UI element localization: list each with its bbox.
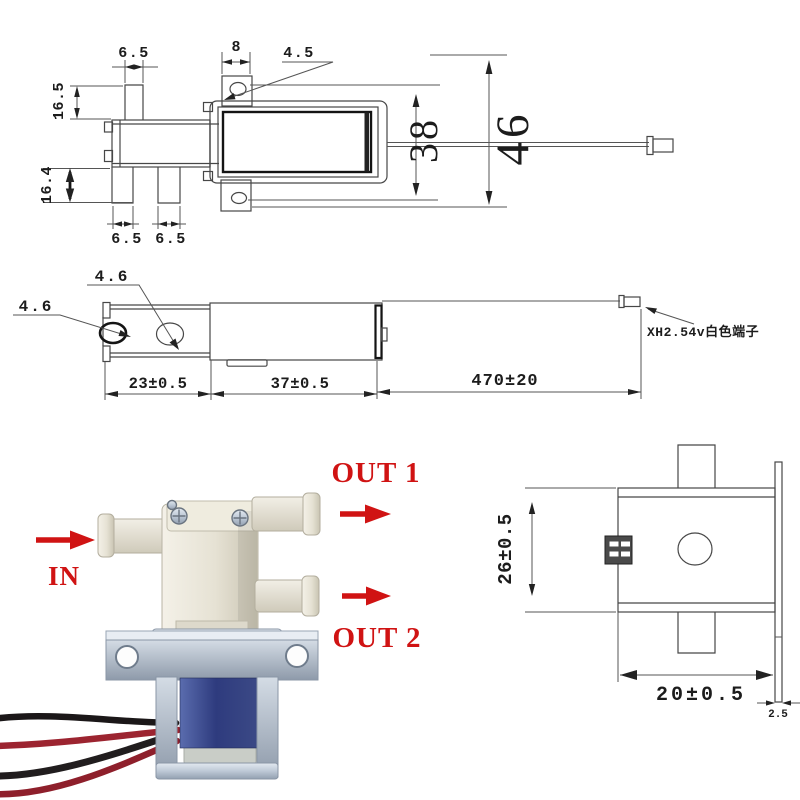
- side-view-dimensions: 4.6 4.6 23±0.5 37±0.5 470±20 X: [13, 268, 759, 400]
- dim-bracket-thickness: 2.5: [768, 709, 788, 721]
- label-in: IN: [48, 561, 80, 591]
- in-port: [105, 518, 169, 554]
- dim-body-width: 20±0.5: [656, 684, 746, 707]
- screws: [166, 499, 249, 527]
- top-view-geometry: [103, 75, 674, 212]
- top-view-dimensions: 6.5 16.5 16.4 6.5 6.5 8: [39, 39, 539, 248]
- top-view-drawing: 6.5 16.5 16.4 6.5 6.5 8: [39, 39, 674, 248]
- dim-coil-body-length: 37±0.5: [271, 375, 330, 393]
- dim-valve-body-length: 23±0.5: [129, 375, 188, 393]
- dim-overall-height: 46: [487, 111, 539, 166]
- dim-bracket-hole: 4.5: [283, 45, 315, 62]
- front-view-dimensions: 26±0.5 20±0.5 2.5: [495, 487, 800, 721]
- label-out2: OUT 2: [332, 622, 421, 654]
- out1-port: [251, 496, 311, 532]
- front-view-geometry: [604, 444, 783, 703]
- dim-body-height: 26±0.5: [495, 513, 517, 584]
- dim-outlet2-width: 6.5: [155, 231, 187, 248]
- dim-outlet-tube-height: 16.4: [39, 166, 56, 204]
- side-view-geometry: [98, 294, 641, 367]
- product-photo: IN OUT 1 OUT 2: [0, 457, 421, 798]
- mounting-bracket: [105, 630, 319, 641]
- side-view-drawing: 4.6 4.6 23±0.5 37±0.5 470±20 X: [13, 268, 759, 400]
- dim-inlet-tube-height: 16.5: [51, 82, 68, 120]
- dim-inlet-tube-width: 6.5: [118, 45, 150, 62]
- terminal-slots: [609, 541, 630, 557]
- dim-bracket-hole-offset: 8: [231, 39, 240, 56]
- out2-arrow-icon: [342, 586, 391, 606]
- dim-hole-left: 4.6: [19, 298, 54, 316]
- dim-outlet1-width: 6.5: [111, 231, 143, 248]
- valve-photo: [0, 492, 321, 798]
- lead-wires: [0, 713, 182, 798]
- bracket-hole-right: [285, 644, 309, 668]
- label-out1: OUT 1: [331, 457, 420, 489]
- bracket-hole-left: [115, 645, 139, 669]
- flow-annotations: IN OUT 1 OUT 2: [36, 457, 421, 654]
- front-view-drawing: 26±0.5 20±0.5 2.5: [495, 444, 800, 721]
- dim-hole-top: 4.6: [95, 268, 130, 286]
- dim-wire-length: 470±20: [471, 372, 538, 391]
- out1-arrow-icon: [340, 504, 391, 524]
- in-arrow-icon: [36, 530, 95, 550]
- dim-coil-body-height: 38: [401, 117, 446, 163]
- connector-label: XH2.54v白色端子: [647, 324, 759, 340]
- solenoid-coil: [179, 677, 261, 749]
